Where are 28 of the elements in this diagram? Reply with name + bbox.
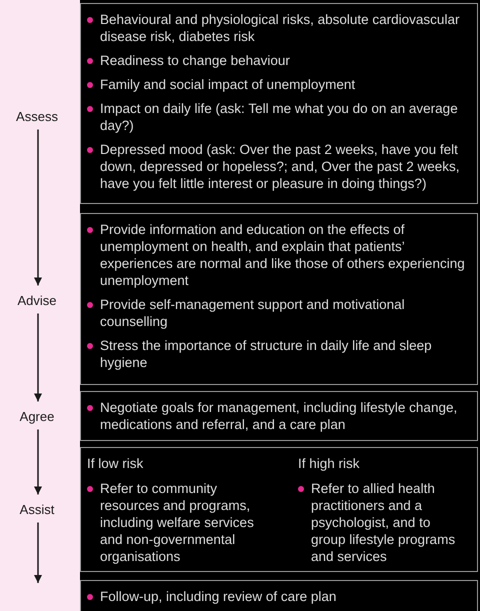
list-item: Follow-up, including review of care plan (100, 588, 338, 605)
stage-column (0, 0, 80, 611)
stage-label: Agree (20, 408, 54, 424)
column-heading: If high risk (298, 455, 360, 472)
stage-label: Assist (20, 500, 54, 518)
list-item: Provide information and education on the effects of unemployment on health, and explain that patients’ experiences are normal and like those of others experiencing unemployment (100, 221, 465, 289)
list-item: Negotiate goals for management, including lifestyle change, medications and referral, and a care plan (100, 399, 458, 433)
content-box (80, 447, 478, 572)
list-item: Refer to allied health practitioners and a psychologist, and to group lifestyle programs and services (311, 480, 456, 565)
column-heading: If low risk (87, 455, 144, 472)
list-item: Impact on daily life (ask: Tell me what you do on an average day?) (100, 100, 459, 134)
list-item: Refer to community resources and programs, including welfare services and non-governmental organisations (100, 480, 255, 565)
list-item: Stress the importance of structure in daily life and sleep hygiene (100, 337, 433, 371)
list-item: Depressed mood (ask: Over the past 2 weeks, have you felt down, depressed or hopeless?; and, Over the past 2 weeks, have you felt little interest or pleasure in doing things?) (100, 141, 460, 192)
content-box (80, 391, 478, 441)
arrow (34, 130, 42, 286)
arrow (34, 522, 42, 583)
content-box (80, 213, 478, 385)
list-item: Readiness to change behaviour (100, 52, 291, 69)
list-item: Behavioural and physiological risks, absolute cardiovascular disease risk, diabetes risk (100, 11, 460, 45)
content-box (80, 580, 478, 611)
stage-label: Advise (17, 292, 57, 308)
arrow (34, 430, 42, 494)
arrow (34, 314, 42, 402)
list-item: Provide self-management support and motivational counselling (100, 296, 406, 330)
content-box (80, 3, 478, 204)
stage-label: Assess (16, 108, 58, 124)
list-item: Family and social impact of unemployment (100, 76, 356, 93)
